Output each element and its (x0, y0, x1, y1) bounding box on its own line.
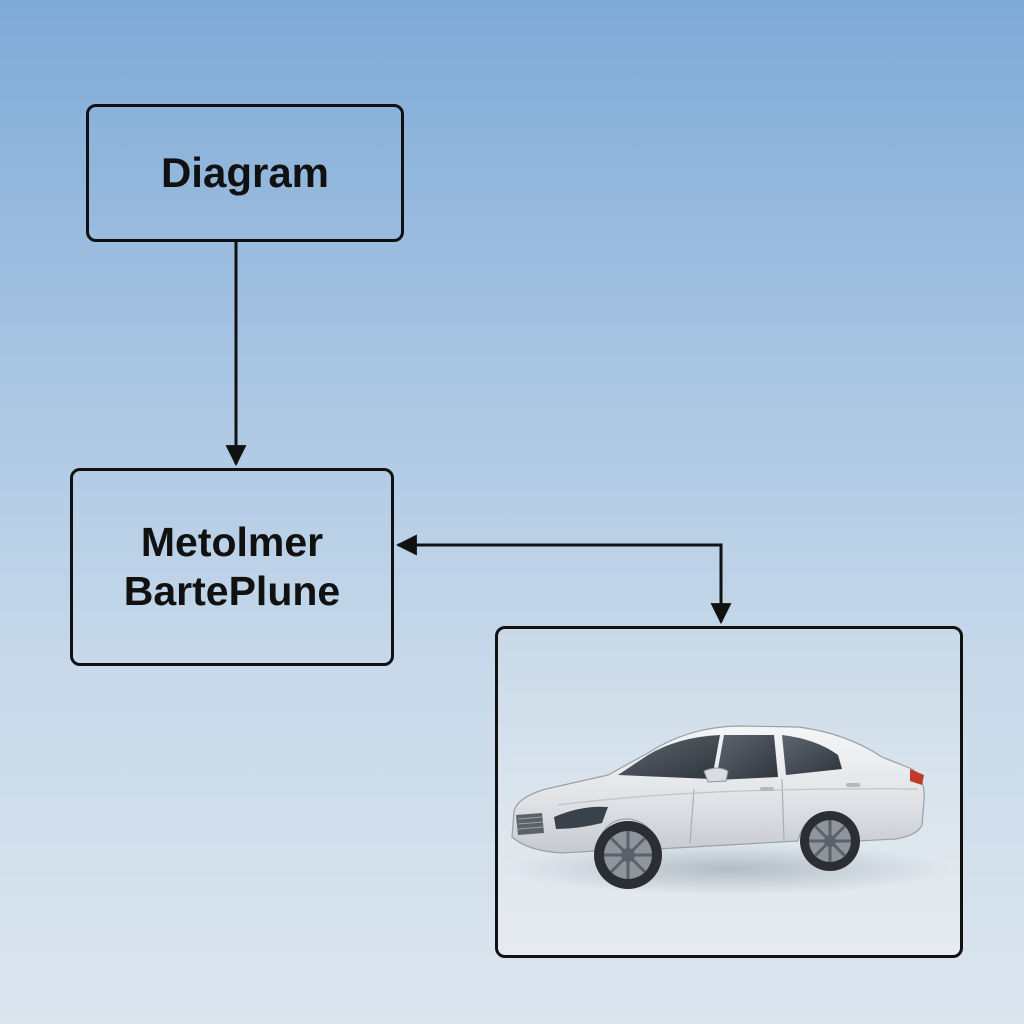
car-illustration (510, 725, 950, 895)
node-method-label-line-1: Metolmer (140, 518, 324, 565)
node-diagram-label: Diagram (160, 149, 330, 196)
car-windshield (618, 735, 720, 779)
car-taillight (910, 769, 924, 785)
node-car-image (495, 626, 963, 958)
node-method: Metolmer BartePlune (70, 468, 394, 666)
node-diagram: Diagram (86, 104, 404, 242)
edge-method-to-image (395, 534, 732, 625)
car-mirror (703, 767, 729, 783)
car-front-window (716, 735, 778, 780)
car-headlight (554, 806, 608, 829)
car-rear-wheel (800, 811, 860, 871)
car-rear-window (782, 735, 842, 775)
node-method-label-line-2: BartePlune (123, 568, 341, 614)
car-front-wheel (594, 821, 662, 889)
